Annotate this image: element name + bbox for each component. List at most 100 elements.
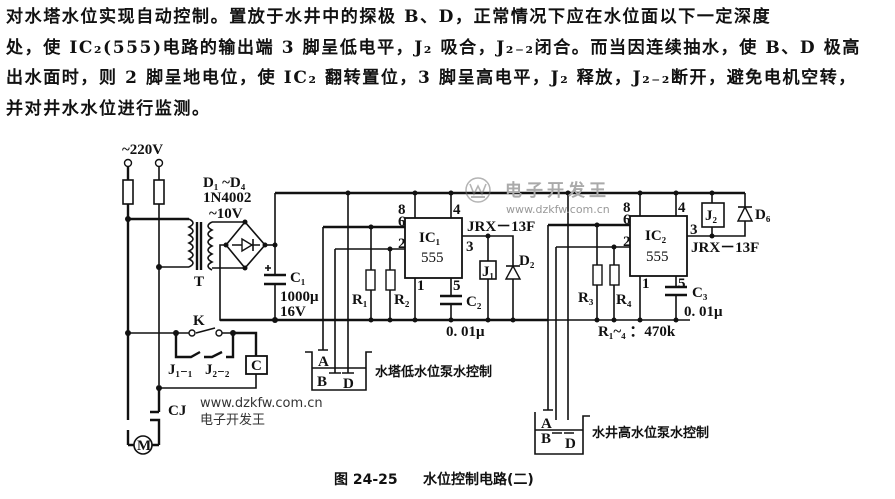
junction — [448, 190, 454, 196]
junction — [262, 242, 268, 248]
r3-label: R₃ — [578, 290, 594, 306]
resistor-r3 — [592, 264, 603, 286]
contactor-coil-label: C — [251, 358, 262, 374]
contactor-switch-label: CJ — [168, 403, 187, 419]
junction — [368, 317, 374, 323]
description-paragraph: 对水塔水位实现自动控制。置放于水井中的探极 B、D，正常情况下应在水位面以下一定… — [6, 2, 895, 124]
tank-well-label: 水井高水位泵水控制 — [592, 425, 709, 441]
junction — [345, 190, 351, 196]
ic1-pin4: 4 — [453, 202, 461, 218]
junction — [242, 219, 248, 225]
probe-a-2: A — [541, 416, 552, 432]
capacitor-c1 — [264, 193, 286, 320]
junction — [709, 190, 715, 196]
secondary-voltage: ~10V — [209, 206, 243, 222]
junction — [412, 190, 418, 196]
relay-j2 — [701, 202, 725, 228]
diode-d6 — [736, 205, 754, 222]
logo-icon — [465, 177, 491, 203]
paragraph-line: 对水塔水位实现自动控制。置放于水井中的探极 B、D，正常情况下应在水位面以下一定… — [6, 7, 772, 27]
r4-label: R₄ — [616, 292, 632, 308]
switch-k-label: K — [193, 313, 205, 329]
probe-b-1: B — [317, 374, 327, 390]
bridge-label: D₁ ~D₄ — [203, 175, 246, 191]
junction — [156, 385, 162, 391]
figure-title: 水位控制电路(二) — [423, 471, 534, 488]
junction — [611, 317, 617, 323]
resistor-r1 — [365, 269, 376, 291]
fuse-right — [153, 179, 165, 205]
c1-voltage: 16V — [280, 304, 306, 320]
c1-label: C₁ — [290, 270, 305, 286]
ic2-wiring — [547, 193, 746, 420]
resistor-note: R₁~₄ ：470k — [598, 324, 676, 340]
tank-well-container — [534, 412, 590, 455]
junction — [242, 265, 248, 271]
resistor-r4 — [609, 264, 620, 286]
supply-label: ~220V — [122, 142, 163, 158]
junction — [230, 330, 236, 336]
d6-label: D₆ — [755, 207, 771, 223]
ic1-wiring — [322, 193, 514, 370]
junction — [368, 224, 374, 230]
tank-low-label: 水塔低水位泵水控制 — [375, 364, 492, 380]
junction — [594, 222, 600, 228]
ic2-chip — [629, 215, 688, 277]
mains-wiring — [126, 167, 189, 405]
junction — [611, 244, 617, 250]
ic1-pin5: 5 — [453, 278, 461, 294]
motor-label: M — [137, 438, 151, 454]
junction — [485, 233, 491, 239]
ic2-pin1: 1 — [642, 276, 650, 292]
transformer-label: T — [194, 274, 204, 290]
contactor-coil — [245, 355, 268, 375]
resistor-r2 — [385, 269, 396, 291]
tank-low-probe-stems — [334, 370, 349, 373]
switch-k-contact — [188, 329, 196, 337]
ic2-pin8: 8 — [623, 200, 631, 216]
ic1-chip — [404, 217, 463, 279]
probe-b-2: B — [541, 431, 551, 447]
j2-label: J₂ — [705, 208, 718, 224]
fuse-left — [122, 179, 134, 205]
terminal-left — [123, 158, 133, 168]
terminal-right — [154, 158, 164, 168]
junction — [448, 317, 454, 323]
c3-label: C₃ — [692, 285, 708, 301]
junction — [637, 190, 643, 196]
ic1-relay-model: JRX－13F — [467, 219, 535, 235]
watermark-logo — [465, 177, 491, 203]
relay-j1 — [479, 260, 497, 280]
ic1-type: 555 — [421, 250, 444, 266]
c3-value: 0. 01μ — [684, 304, 723, 320]
c1-value: 1000μ — [280, 289, 319, 305]
contact-j22-label: J₂₋₂ — [205, 362, 230, 378]
junction — [594, 317, 600, 323]
ic1-name: IC₁ — [419, 230, 440, 246]
r1-label: R₁ — [352, 292, 367, 308]
bridge-rectifier — [212, 220, 275, 321]
junction — [223, 242, 229, 248]
ic2-name: IC₂ — [645, 228, 667, 244]
c2-label: C₂ — [466, 294, 482, 310]
tank-low-container — [305, 351, 372, 391]
probe-d-2: D — [565, 436, 576, 452]
paragraph-line: 出水面时，则 2 脚呈地电位，使 IC₂ 翻转置位，3 脚呈高电平，J₂ 释放，… — [6, 68, 857, 88]
logo-site: www.dzkfw.com.cn — [506, 203, 610, 216]
contact-j11-label: J₁₋₁ — [168, 362, 192, 378]
probe-a-1: A — [318, 354, 329, 370]
junction — [387, 317, 393, 323]
diode-d2 — [504, 264, 522, 280]
paragraph-line: 处，使 IC₂(555)电路的输出端 3 脚呈低电平，J₂ 吸合，J₂₋₂闭合。… — [6, 37, 861, 58]
junction — [125, 330, 131, 336]
junction — [709, 233, 715, 239]
probe-d-1: D — [343, 376, 354, 392]
c2-value: 0. 01μ — [446, 324, 485, 340]
r2-label: R₂ — [394, 292, 410, 308]
watermark-name: 电子开发王 — [200, 412, 265, 428]
junction — [387, 246, 393, 252]
transformer — [187, 218, 214, 271]
junction — [637, 317, 643, 323]
junction — [485, 317, 491, 323]
